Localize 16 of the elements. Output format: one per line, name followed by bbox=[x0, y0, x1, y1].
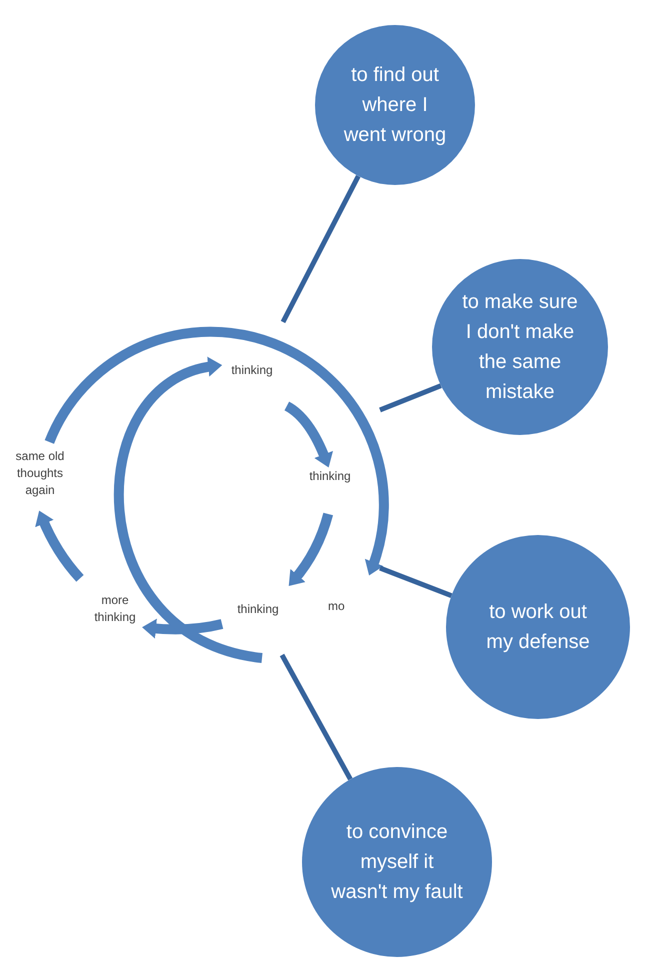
cut-off-label: mo bbox=[328, 598, 345, 615]
connector-line bbox=[280, 654, 353, 780]
connector-line bbox=[379, 566, 452, 598]
cycle-step: same old thoughts again bbox=[4, 448, 76, 498]
curved-arrow bbox=[44, 327, 389, 576]
curved-arrow bbox=[288, 512, 334, 586]
cycle-step: thinking bbox=[222, 360, 282, 380]
connector-line bbox=[379, 383, 442, 412]
cycle-step: thinking bbox=[228, 599, 288, 619]
curved-arrow bbox=[114, 358, 264, 663]
curved-arrow bbox=[284, 402, 333, 468]
curved-arrow bbox=[35, 510, 84, 582]
connector-line bbox=[280, 174, 361, 324]
cycle-step: thinking bbox=[300, 466, 360, 486]
cycle-step: more thinking bbox=[80, 592, 150, 626]
curved-arrow bbox=[142, 618, 224, 639]
